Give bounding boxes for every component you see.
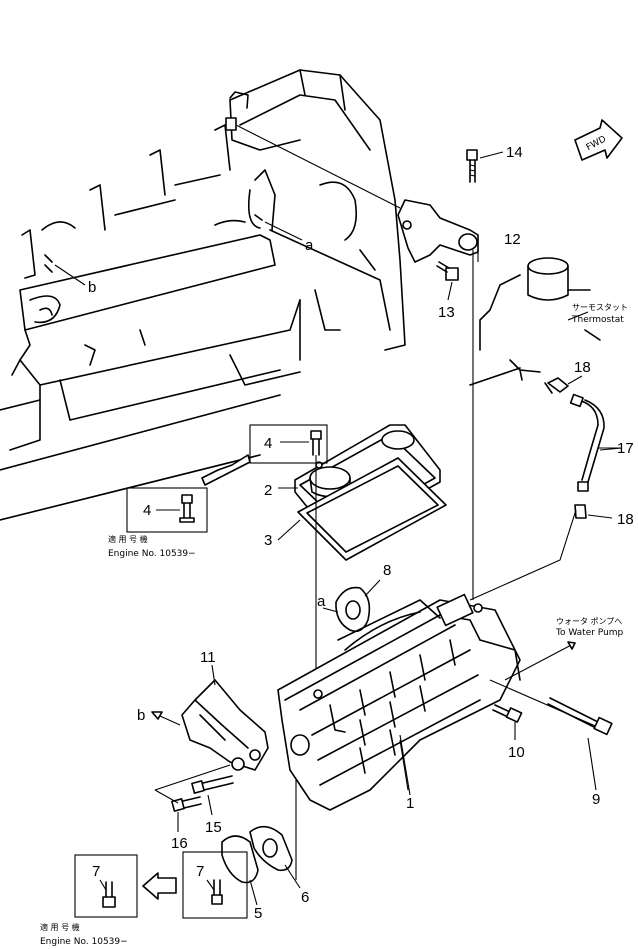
bolt-part-16 (171, 796, 202, 812)
thermostat-jp-label: サーモスタット (572, 303, 628, 312)
bolt-part-14 (466, 149, 478, 183)
variant-arrow-icon (201, 454, 251, 486)
callout-5: 5 (254, 905, 262, 922)
variant-4-frame (126, 487, 208, 533)
oil-cooler-part-1 (277, 593, 521, 811)
callout-13: 13 (438, 304, 455, 321)
engine-note-1-en: Engine No. 10539− (108, 549, 196, 559)
callout-17: 17 (617, 440, 634, 457)
union-part-18a (544, 377, 569, 394)
callout-4b: 4 (143, 502, 151, 519)
callout-18a: 18 (574, 359, 591, 376)
thermostat-en-label: Thermostat (571, 315, 624, 325)
bolt-part-4 (310, 430, 322, 456)
callout-15: 15 (205, 819, 222, 836)
callout-6: 6 (301, 889, 309, 906)
engine-note-1-jp: 適 用 号 機 (108, 534, 148, 544)
callout-1: 1 (406, 795, 414, 812)
letter-b-engine: b (88, 279, 96, 296)
fwd-arrow-icon (574, 119, 623, 161)
bolt-part-9 (547, 697, 613, 736)
bolt-part-10 (492, 704, 523, 723)
variant-7-frame (74, 854, 138, 918)
water-pump-en-label: To Water Pump (555, 628, 624, 638)
callout-18b: 18 (617, 511, 634, 528)
bracket-part-12 (397, 199, 479, 263)
callout-9: 9 (592, 791, 600, 808)
callout-2: 2 (264, 482, 272, 499)
bolt-4-frame (249, 424, 328, 464)
callout-8: 8 (383, 562, 391, 579)
engine-note-2-en: Engine No. 10539− (40, 937, 128, 947)
bracket-part-11 (181, 679, 269, 771)
water-pump-jp-label: ウォータ ポンプへ (556, 617, 622, 626)
engine-note-2-jp: 適 用 号 機 (40, 922, 80, 932)
callout-3: 3 (264, 532, 272, 549)
bolt-part-7 (211, 879, 223, 905)
callout-7a: 7 (196, 863, 204, 880)
pipe-part-17 (569, 393, 605, 492)
callout-12: 12 (504, 231, 521, 248)
union-part-18b (574, 504, 587, 519)
plate-part-5 (221, 835, 259, 884)
gasket-part-8 (335, 586, 371, 633)
callout-11: 11 (200, 649, 216, 666)
gasket-part-3 (297, 457, 447, 561)
bolt-7-frame (182, 851, 248, 919)
letter-a-cooler: a (317, 593, 326, 610)
thermostat-housing (469, 257, 601, 386)
bolt-part-7-variant (102, 881, 116, 908)
bolt-part-13 (436, 261, 459, 281)
letter-b-bracket: b (137, 707, 145, 724)
bolt-part-15 (191, 775, 234, 794)
variant-arrow-icon-2 (142, 872, 177, 900)
callout-16: 16 (171, 835, 188, 852)
callout-4a: 4 (264, 435, 272, 452)
callout-10: 10 (508, 744, 525, 761)
callout-14: 14 (506, 144, 523, 161)
callout-7b: 7 (92, 863, 100, 880)
bolt-part-4-variant (179, 494, 195, 523)
letter-a-engine: a (305, 237, 314, 254)
